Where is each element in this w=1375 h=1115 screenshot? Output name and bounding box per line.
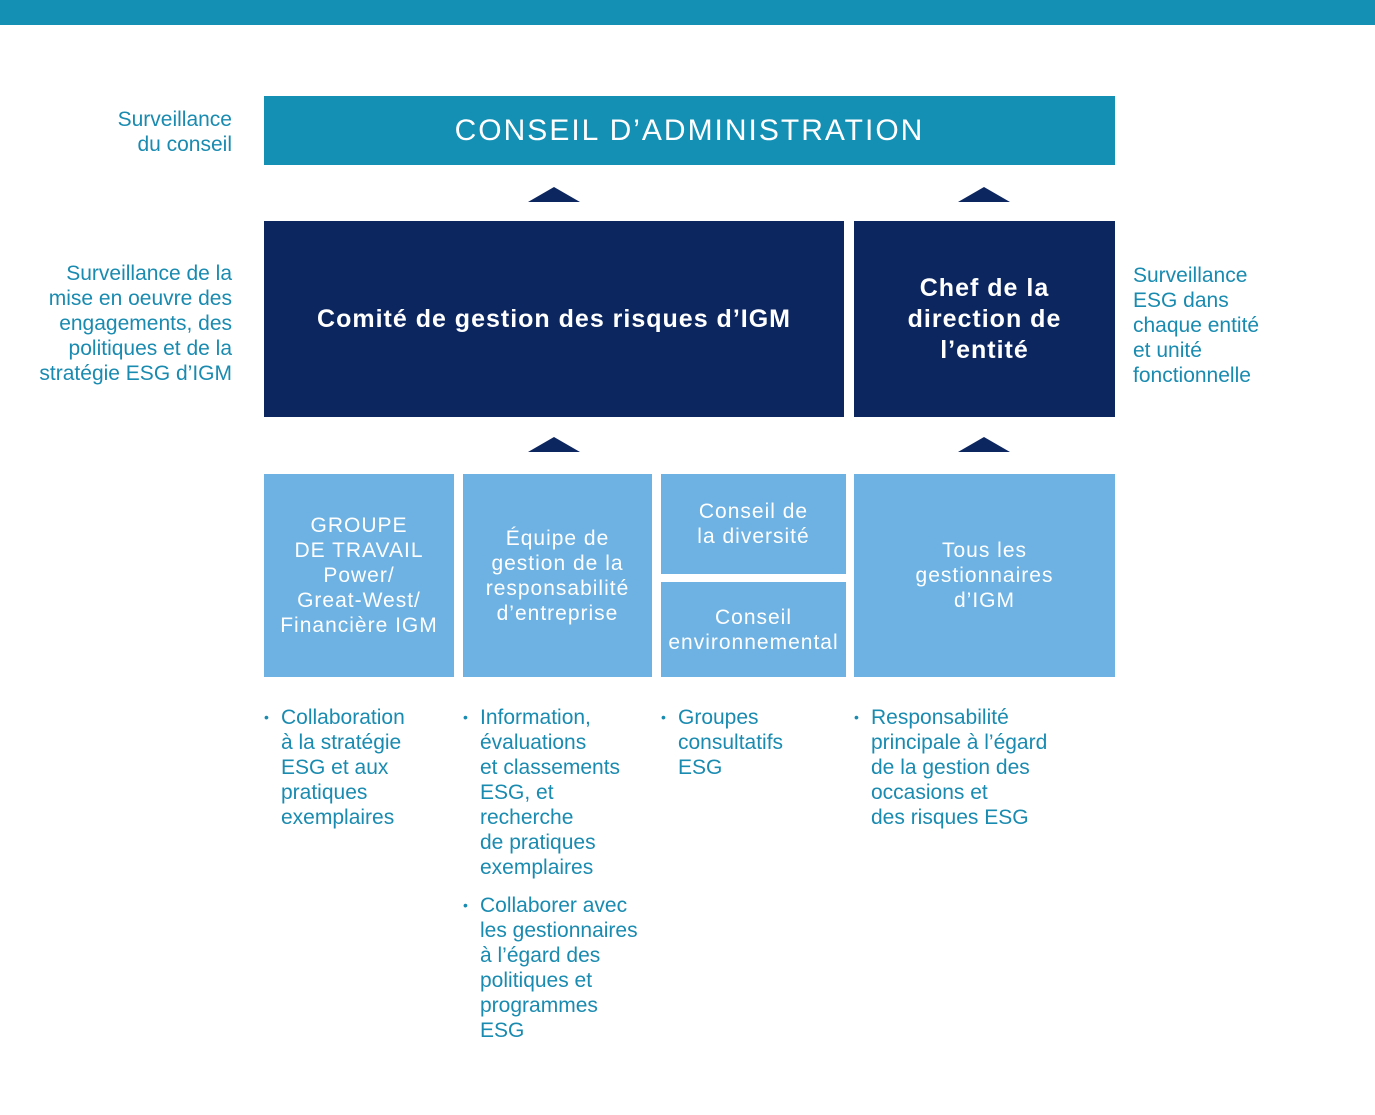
list-item: • Collaboration à la stratégie ESG et au… (264, 705, 454, 830)
all-managers-box: Tous les gestionnaires d’IGM (854, 474, 1115, 677)
working-group-bullets: • Collaboration à la stratégie ESG et au… (264, 705, 454, 843)
risk-committee-title: Comité de gestion des risques d’IGM (317, 304, 791, 333)
bullet-text: Responsabilité principale à l’égard de l… (871, 706, 1048, 829)
diversity-council-title: Conseil de la diversité (697, 500, 810, 548)
label-entity-oversight: Surveillance ESG dans chaque entité et u… (1133, 264, 1260, 387)
arrow-up-icon (528, 437, 580, 452)
board-title: CONSEIL D’ADMINISTRATION (454, 113, 925, 147)
list-item: • Information, évaluations et classement… (463, 705, 663, 880)
councils-bullets: • Groupes consultatifs ESG (661, 705, 846, 793)
entity-ceo-title: Chef de la direction de l’entité (907, 273, 1062, 364)
arrow-up-icon (958, 187, 1010, 202)
bullet-icon: • (463, 709, 468, 725)
diversity-council-box: Conseil de la diversité (661, 474, 846, 574)
bullet-icon: • (854, 709, 859, 725)
label-implementation-oversight: Surveillance de la mise en oeuvre des en… (39, 262, 232, 385)
responsibility-team-title: Équipe de gestion de la responsabilité d… (485, 526, 630, 625)
bullet-icon: • (463, 897, 468, 913)
bullet-icon: • (264, 709, 269, 725)
bullet-text: Information, évaluations et classements … (480, 706, 621, 879)
arrow-up-icon (958, 437, 1010, 452)
environmental-council-box: Conseil environnemental (661, 582, 846, 677)
all-managers-bullets: • Responsabilité principale à l’égard de… (854, 705, 1115, 843)
list-item: • Responsabilité principale à l’égard de… (854, 705, 1115, 830)
responsibility-team-box: Équipe de gestion de la responsabilité d… (463, 474, 652, 677)
bullet-text: Collaboration à la stratégie ESG et aux … (281, 706, 405, 829)
all-managers-title: Tous les gestionnaires d’IGM (915, 539, 1054, 612)
top-banner (0, 0, 1375, 25)
environmental-council-title: Conseil environnemental (668, 605, 839, 654)
bullet-icon: • (661, 709, 666, 725)
responsibility-team-bullets: • Information, évaluations et classement… (463, 705, 663, 1056)
arrow-up-icon (528, 187, 580, 202)
label-board-oversight: Surveillance du conseil (117, 108, 232, 156)
bullet-text: Collaborer avec les gestionnaires à l’ég… (480, 894, 638, 1042)
bullet-text: Groupes consultatifs ESG (678, 706, 784, 779)
board-of-directors-box: CONSEIL D’ADMINISTRATION (264, 96, 1115, 165)
working-group-title: GROUPE DE TRAVAIL Power/ Great-West/ Fin… (280, 514, 438, 637)
list-item: • Collaborer avec les gestionnaires à l’… (463, 893, 663, 1043)
entity-ceo-box: Chef de la direction de l’entité (854, 221, 1115, 417)
working-group-box: GROUPE DE TRAVAIL Power/ Great-West/ Fin… (264, 474, 454, 677)
risk-committee-box: Comité de gestion des risques d’IGM (264, 221, 844, 417)
list-item: • Groupes consultatifs ESG (661, 705, 846, 780)
